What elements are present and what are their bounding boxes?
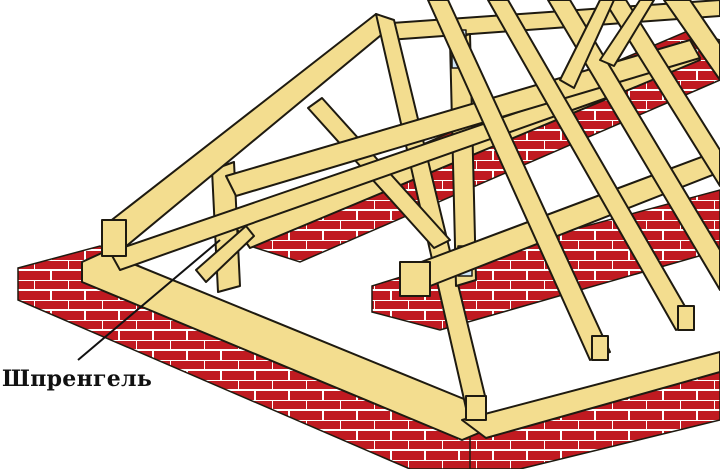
- wall-plate-right: [461, 351, 720, 439]
- rafter-back-2: [599, 0, 655, 67]
- rafter-4: [603, 0, 720, 187]
- inner-block: [399, 261, 431, 297]
- label-leader-line: [77, 239, 221, 361]
- wooden-frame: [81, 0, 720, 441]
- rafter-back-1: [559, 0, 615, 89]
- brace-left: [195, 225, 255, 283]
- rafter-3: [547, 0, 720, 291]
- rafter-end-2: [677, 305, 695, 331]
- rafter-1: [427, 0, 611, 361]
- corner-block-left: [101, 219, 127, 257]
- rafter-end-1: [591, 335, 609, 361]
- sprengel-label: Шпренгель: [2, 366, 153, 392]
- rafter-5: [663, 0, 720, 81]
- purlin-beam: [225, 39, 701, 197]
- rafter-end-front: [465, 395, 487, 421]
